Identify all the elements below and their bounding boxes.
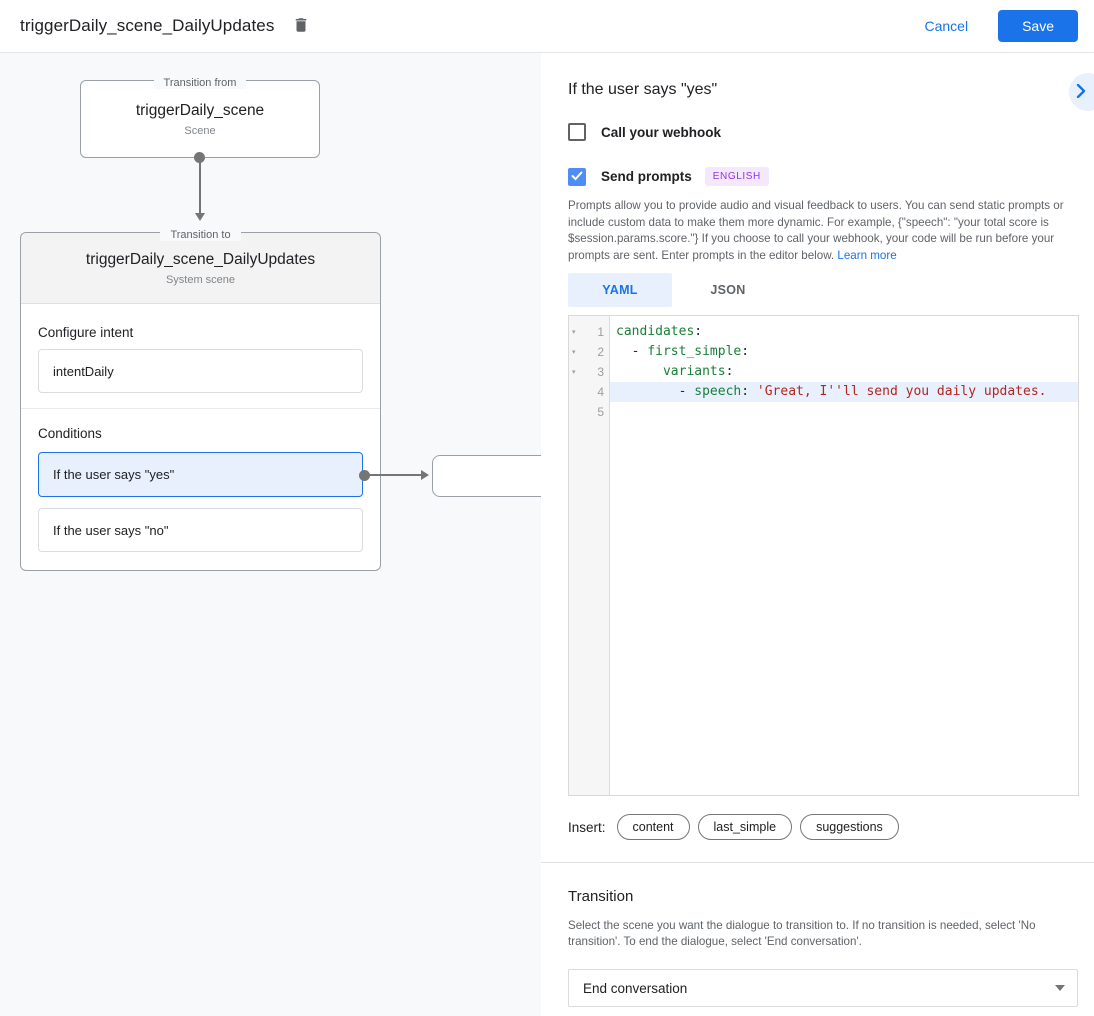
connector-dot — [359, 470, 370, 481]
from-scene-title: triggerDaily_scene — [135, 101, 265, 119]
panel-title: If the user says "yes" — [568, 81, 718, 98]
tab-yaml[interactable]: YAML — [568, 273, 672, 307]
transition-from-legend: Transition from — [81, 73, 319, 91]
gutter-cell: 4 — [569, 382, 609, 402]
webhook-option-row: Call your webhook — [568, 123, 1078, 141]
fold-toggle-icon[interactable]: ▾ — [572, 349, 576, 356]
code-line-1[interactable]: candidates: — [610, 322, 1078, 342]
line-number: 5 — [597, 405, 604, 419]
line-number: 1 — [597, 325, 604, 339]
code-token-key: candidates — [616, 324, 695, 339]
prompts-description: Prompts allow you to provide audio and v… — [568, 198, 1078, 264]
code-token-plain: : — [741, 344, 750, 359]
transition-select[interactable]: End conversation — [568, 969, 1078, 1007]
line-number: 2 — [597, 345, 604, 359]
code-token-key: speech — [694, 384, 742, 399]
to-scene-title: triggerDaily_scene_DailyUpdates — [85, 250, 316, 268]
transition-from-node[interactable]: Transition from triggerDaily_scene Scene — [80, 77, 320, 158]
transition-to-node[interactable]: Transition to triggerDaily_scene_DailyUp… — [20, 229, 381, 571]
trash-icon — [292, 15, 310, 38]
condition-detail-panel: If the user says "yes" Call your webhook… — [541, 53, 1094, 1016]
gutter-cell: 5 — [569, 402, 609, 422]
learn-more-link[interactable]: Learn more — [837, 248, 897, 262]
fold-toggle-icon[interactable]: ▾ — [572, 369, 576, 376]
code-token-plain: - — [616, 384, 695, 399]
gutter-cell: ▾1 — [569, 322, 609, 342]
code-token-plain: : — [725, 364, 734, 379]
scene-flow-canvas[interactable]: Transition from triggerDaily_scene Scene… — [0, 53, 541, 1016]
connector-line-vertical — [199, 158, 201, 213]
gutter-cell: ▾3 — [569, 362, 609, 382]
line-number: 3 — [597, 365, 604, 379]
delete-scene-button[interactable] — [292, 15, 310, 38]
save-button[interactable]: Save — [998, 10, 1078, 42]
editor-format-tabs: YAML JSON — [568, 273, 1078, 307]
transition-section-title: Transition — [568, 888, 634, 905]
gutter-cell: ▾2 — [569, 342, 609, 362]
dropdown-caret-icon — [1055, 985, 1065, 991]
condition-item-no[interactable]: If the user says "no" — [38, 508, 363, 552]
code-token-plain — [616, 364, 663, 379]
code-token-plain: - — [616, 344, 648, 359]
transition-description: Select the scene you want the dialogue t… — [568, 919, 1036, 948]
code-line-3[interactable]: variants: — [610, 362, 1078, 382]
insert-chip-content[interactable]: content — [616, 814, 690, 840]
insert-label: Insert: — [568, 819, 606, 835]
line-number: 4 — [597, 385, 604, 399]
insert-chip-last-simple[interactable]: last_simple — [697, 814, 793, 840]
tab-json[interactable]: JSON — [710, 283, 746, 297]
chevron-right-icon — [1076, 83, 1086, 101]
section-divider — [21, 408, 380, 409]
insert-chip-suggestions[interactable]: suggestions — [800, 814, 899, 840]
code-token-plain: : — [741, 384, 757, 399]
code-line-5[interactable] — [610, 402, 1078, 422]
insert-row: Insert: content last_simple suggestions — [568, 814, 1078, 840]
prompts-description-text: Prompts allow you to provide audio and v… — [568, 199, 1064, 262]
webhook-checkbox[interactable] — [568, 123, 586, 141]
code-line-2[interactable]: - first_simple: — [610, 342, 1078, 362]
from-scene-subtitle: Scene — [184, 124, 216, 137]
intent-field[interactable]: intentDaily — [38, 349, 363, 393]
to-scene-subtitle: System scene — [165, 273, 236, 286]
cancel-button[interactable]: Cancel — [924, 18, 969, 34]
fold-toggle-icon[interactable]: ▾ — [572, 329, 576, 336]
top-bar: triggerDaily_scene_DailyUpdates Cancel S… — [0, 0, 1094, 53]
arrow-right-icon — [421, 470, 429, 480]
send-prompts-checkbox[interactable] — [568, 167, 586, 186]
configure-intent-label: Configure intent — [38, 325, 134, 340]
collapse-panel-button[interactable] — [1069, 73, 1094, 111]
code-token-plain: : — [694, 324, 703, 339]
conditions-label: Conditions — [38, 426, 102, 441]
send-prompts-label: Send prompts — [601, 169, 692, 184]
connector-dot — [194, 152, 205, 163]
editor-code[interactable]: candidates: - first_simple: variants: - … — [610, 316, 1078, 795]
panel-divider — [541, 862, 1094, 863]
webhook-label: Call your webhook — [601, 124, 722, 140]
code-token-str: 'Great, I''ll send you daily updates. — [756, 384, 1047, 399]
arrow-down-icon — [195, 213, 205, 221]
condition-target-node[interactable] — [432, 455, 541, 497]
connector-line-horizontal — [369, 474, 422, 476]
checkmark-icon — [571, 168, 583, 186]
main-area: Transition from triggerDaily_scene Scene… — [0, 53, 1094, 1016]
code-token-key: first_simple — [647, 344, 742, 359]
condition-item-yes[interactable]: If the user says "yes" — [38, 452, 363, 497]
code-line-4[interactable]: - speech: 'Great, I''ll send you daily u… — [610, 382, 1078, 402]
code-token-key: variants — [662, 364, 726, 379]
to-scene-header: triggerDaily_scene_DailyUpdates System s… — [21, 233, 380, 304]
to-scene-body: Configure intent intentDaily Conditions … — [21, 325, 380, 552]
page-title: triggerDaily_scene_DailyUpdates — [20, 16, 275, 35]
prompts-option-row: Send prompts ENGLISH — [568, 167, 1078, 186]
transition-selected-value: End conversation — [583, 980, 688, 996]
language-badge: ENGLISH — [704, 167, 769, 186]
